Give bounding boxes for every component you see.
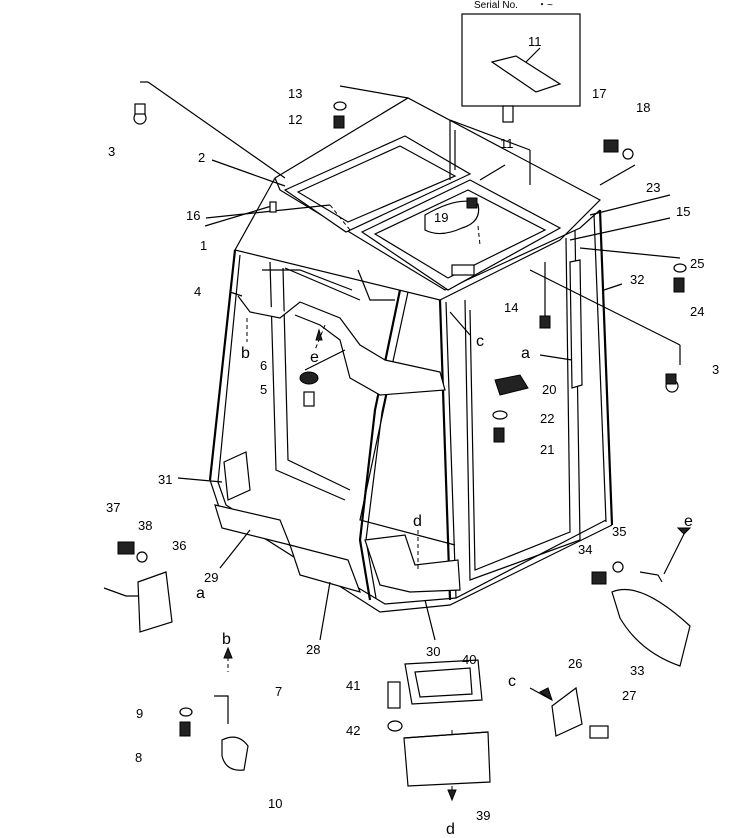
roof-panels <box>283 135 562 291</box>
cab-frame <box>208 97 614 613</box>
callout-21: 21 <box>540 442 554 457</box>
letter-d-2: d <box>446 821 455 838</box>
serial-label: Serial No. <box>474 0 518 11</box>
lower-panels <box>214 451 461 593</box>
callout-18: 18 <box>636 100 650 115</box>
callout-6: 6 <box>260 358 267 373</box>
letter-a-1: a <box>521 345 530 362</box>
letter-e-1: e <box>310 349 319 366</box>
callout-4: 4 <box>194 284 201 299</box>
callout-20: 20 <box>542 382 556 397</box>
callout-16: 16 <box>186 208 200 223</box>
callout-39: 39 <box>476 808 490 823</box>
callout-32: 32 <box>630 272 644 287</box>
callout-3b: 3 <box>712 362 719 377</box>
callout-13: 13 <box>288 86 302 101</box>
callout-10: 10 <box>268 796 282 811</box>
ref-arrows <box>315 328 692 702</box>
callout-8: 8 <box>135 750 142 765</box>
leader-lines <box>140 81 681 641</box>
callout-30: 30 <box>426 644 440 659</box>
callout-11b: 11 <box>500 136 514 151</box>
callout-37: 37 <box>106 500 120 515</box>
callout-19: 19 <box>434 210 448 225</box>
callout-7: 7 <box>275 684 282 699</box>
callout-31: 31 <box>158 472 172 487</box>
callout-38: 38 <box>138 518 152 533</box>
letter-c-1: c <box>476 333 484 350</box>
letter-a-2: a <box>196 585 205 602</box>
callout-2: 2 <box>198 150 205 165</box>
letter-d-1: d <box>413 513 422 530</box>
callout-12: 12 <box>288 112 302 127</box>
callout-11a: 11 <box>528 34 542 49</box>
callout-3a: 3 <box>108 144 115 159</box>
letter-e-2: e <box>684 513 693 530</box>
callout-26: 26 <box>568 656 582 671</box>
callout-35: 35 <box>612 524 626 539</box>
callout-14: 14 <box>504 300 518 315</box>
callout-9: 9 <box>136 706 143 721</box>
callout-33: 33 <box>630 663 644 678</box>
callout-28: 28 <box>306 642 320 657</box>
letter-b-1: b <box>241 345 250 362</box>
callout-1: 1 <box>200 238 207 253</box>
callout-numbers: 1 2 3 3 4 5 6 7 8 9 10 11 11 12 13 14 15… <box>106 34 719 823</box>
callout-29: 29 <box>204 570 218 585</box>
right-strip-32 <box>569 259 583 389</box>
reference-letters: a a b b c c d d e e <box>196 333 693 838</box>
callout-22: 22 <box>540 411 554 426</box>
callout-17: 17 <box>592 86 606 101</box>
serial-inset: Serial No. ・~ <box>461 0 581 107</box>
loose-parts <box>103 571 691 787</box>
callout-36: 36 <box>172 538 186 553</box>
rear-bracket-4 <box>237 295 446 396</box>
callout-24: 24 <box>690 304 704 319</box>
callout-23: 23 <box>646 180 660 195</box>
letter-c-2: c <box>508 673 516 690</box>
callout-41: 41 <box>346 678 360 693</box>
callout-40: 40 <box>462 652 476 667</box>
callout-42: 42 <box>346 723 360 738</box>
callout-25: 25 <box>690 256 704 271</box>
callout-27: 27 <box>622 688 636 703</box>
letter-b-2: b <box>222 631 231 648</box>
hardware <box>117 101 687 739</box>
callout-34: 34 <box>578 542 592 557</box>
callout-15: 15 <box>676 204 690 219</box>
serial-suffix: ・~ <box>537 0 553 11</box>
callout-5: 5 <box>260 382 267 397</box>
